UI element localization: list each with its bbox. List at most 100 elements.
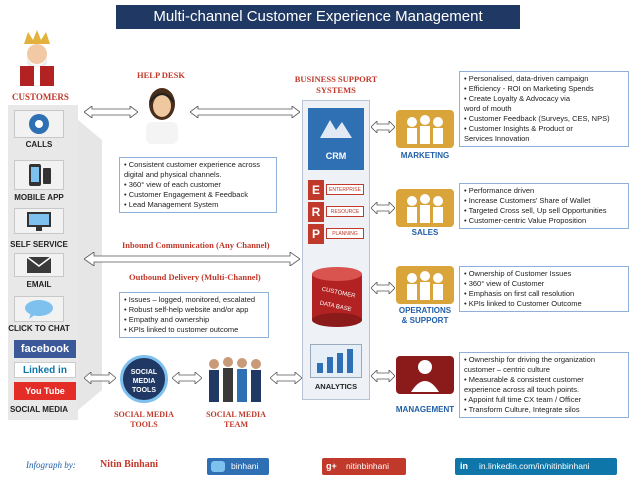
funnel-shape	[78, 120, 102, 410]
linkedin-link[interactable]: in in.linkedin.com/in/nitinbinhani	[455, 458, 617, 475]
bss-to-operations-arrow	[371, 282, 395, 294]
analytics-chart-icon	[317, 349, 353, 373]
label-line: SOCIAL MEDIA	[114, 410, 174, 419]
database-icon	[312, 267, 362, 327]
bss-to-marketing-arrow	[371, 121, 395, 133]
help-desk-note: digital and physical channels.	[124, 170, 222, 179]
social-media-tools-label: SOCIAL MEDIA TOOLS	[112, 410, 176, 430]
erp-tag-resource: RESOURCE	[326, 206, 364, 217]
outbound-note: • Issues – logged, monitored, escalated	[124, 295, 256, 304]
social-media-tools-badge: SOCIAL MEDIA TOOLS	[120, 355, 168, 403]
marketing-note: • Customer Insights & Product or	[464, 124, 573, 133]
operations-note: • 360° view of Customer	[464, 279, 545, 288]
help-desk-note: • Lead Management System	[124, 200, 219, 209]
label-line: SYSTEMS	[316, 85, 356, 95]
youtube-logo[interactable]: You Tube	[14, 382, 76, 400]
erp-tag-enterprise: ENTERPRISE	[326, 184, 364, 195]
channel-email[interactable]	[14, 253, 64, 277]
sales-notes: • Performance driven • Increase Customer…	[459, 183, 629, 229]
erp-letter-e: E	[308, 180, 324, 200]
social-media-team-label: SOCIAL MEDIA TEAM	[202, 410, 270, 430]
crm-logo-icon	[320, 120, 352, 138]
facebook-logo[interactable]: facebook	[14, 340, 76, 358]
operations-note: • KPIs linked to Customer Outcome	[464, 299, 582, 308]
help-desk-note: • Customer Engagement & Feedback	[124, 190, 248, 199]
social-to-tools-arrow	[84, 372, 116, 384]
king-mascot-image	[14, 30, 60, 86]
help-desk-arrow	[84, 106, 138, 118]
customers-label: CUSTOMERS	[12, 92, 69, 102]
gplus-link[interactable]: g+ nitinbinhani	[322, 458, 406, 475]
page-title: Multi-channel Customer Experience Manage…	[116, 5, 520, 29]
team-to-bss-arrow	[270, 372, 302, 384]
linkedin-url: in.linkedin.com/in/nitinbinhani	[479, 461, 590, 471]
management-note: • Ownership for driving the organization	[464, 355, 596, 364]
help-desk-agent-image	[138, 82, 186, 144]
sales-note: • Performance driven	[464, 186, 535, 195]
channel-calls[interactable]	[14, 110, 64, 138]
label-line: OPERATIONS	[398, 306, 452, 315]
customer-database: CUSTOMER DATA BASE	[310, 266, 364, 328]
marketing-note: • Create Loyalty & Advocacy via	[464, 94, 571, 103]
linkedin-icon: in	[460, 461, 468, 471]
analytics-label: ANALYTICS	[314, 382, 358, 391]
erp-letter-r: R	[308, 202, 324, 222]
gplus-handle: nitinbinhani	[346, 461, 390, 471]
mobile-icon	[29, 164, 51, 186]
sales-label: SALES	[411, 228, 439, 237]
inbound-arrow	[84, 252, 300, 266]
management-notes: • Ownership for driving the organization…	[459, 352, 629, 418]
outbound-note: • Empathy and ownership	[124, 315, 210, 324]
erp-block: E ENTERPRISE R RESOURCE P PLANNING	[308, 180, 364, 244]
label-line: & SUPPORT	[401, 316, 449, 325]
erp-letter-p: P	[308, 224, 324, 244]
channel-click-to-chat[interactable]	[14, 296, 64, 322]
sales-team-icon	[396, 189, 454, 227]
sales-note: • Customer-centric Value Proposition	[464, 216, 587, 225]
operations-notes: • Ownership of Customer Issues • 360° vi…	[459, 266, 629, 312]
management-note: experience across all touch points.	[464, 385, 580, 394]
channel-social-media-label: SOCIAL MEDIA	[9, 405, 69, 414]
email-icon	[26, 256, 52, 273]
chat-icon	[25, 300, 53, 319]
operations-note: • Ownership of Customer Issues	[464, 269, 572, 278]
erp-tag-planning: PLANNING	[326, 228, 364, 239]
badge-text: MEDIA	[132, 378, 156, 385]
outbound-label: Outbound Delivery (Multi-Channel)	[129, 272, 261, 282]
operations-label: OPERATIONS & SUPPORT	[388, 306, 462, 326]
monitor-icon	[27, 212, 51, 231]
outbound-note: • KPIs linked to customer outcome	[124, 325, 239, 334]
management-note: • Appoint full time CX team / Officer	[464, 395, 582, 404]
operations-note: • Emphasis on first call resolution	[464, 289, 575, 298]
channel-mobile-app[interactable]	[14, 160, 64, 190]
crm-label: CRM	[325, 151, 347, 161]
management-note: • Transform Culture, Integrate silos	[464, 405, 580, 414]
twitter-link[interactable]: binhani	[207, 458, 269, 475]
help-desk-notes: • Consistent customer experience across …	[119, 157, 277, 213]
linkedin-logo[interactable]: Linked in	[14, 362, 76, 378]
help-desk-note: • Consistent customer experience across	[124, 160, 261, 169]
badge-text: SOCIAL	[130, 369, 158, 376]
outbound-note: • Robust self-help website and/or app	[124, 305, 249, 314]
marketing-note: • Customer Feedback (Surveys, CES, NPS)	[464, 114, 610, 123]
bss-to-sales-arrow	[371, 202, 395, 214]
operations-team-icon	[396, 266, 454, 304]
analytics-block	[310, 344, 362, 378]
channel-self-service[interactable]	[14, 208, 64, 234]
label-line: BUSINESS SUPPORT	[294, 74, 378, 84]
management-note: • Measurable & consistent customer	[464, 375, 584, 384]
gplus-icon: g+	[326, 461, 337, 471]
channel-calls-label: CALLS	[25, 140, 53, 149]
twitter-handle: binhani	[231, 461, 259, 471]
infograph-by-label: Infograph by:	[26, 460, 76, 470]
marketing-note: • Efficiency - ROI on Marketing Spends	[464, 84, 594, 93]
management-note: customer – centric culture	[464, 365, 550, 374]
help-desk-note: • 360° view of each customer	[124, 180, 221, 189]
marketing-note: Services Innovation	[464, 134, 530, 143]
twitter-bird-icon	[211, 461, 225, 472]
outbound-notes: • Issues – logged, monitored, escalated …	[119, 292, 269, 338]
sales-note: • Targeted Cross sell, Up sell Opportuni…	[464, 206, 607, 215]
business-support-label: BUSINESS SUPPORT SYSTEMS	[282, 74, 390, 96]
marketing-note: word of mouth	[464, 104, 512, 113]
social-media-team-image	[204, 356, 268, 404]
